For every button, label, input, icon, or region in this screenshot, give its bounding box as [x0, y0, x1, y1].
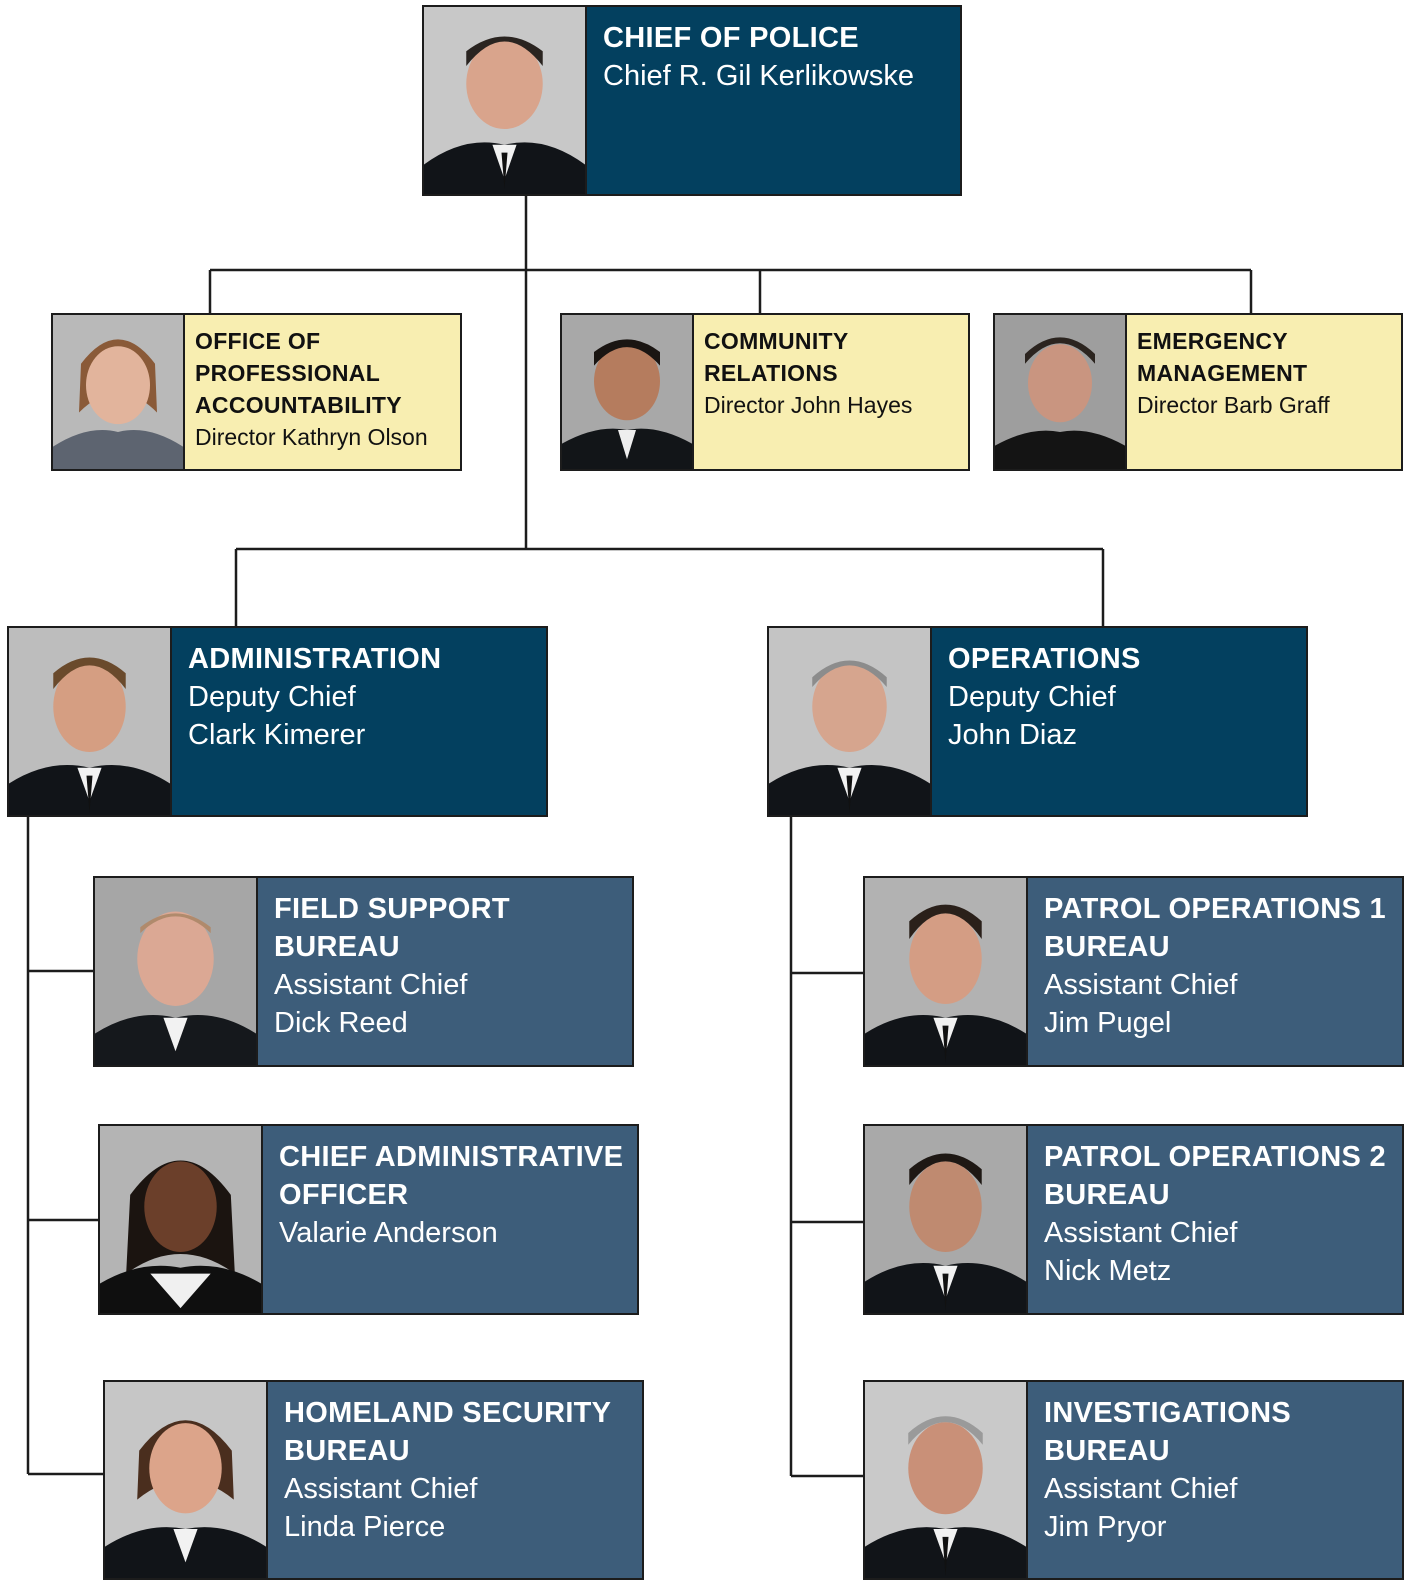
homeland-security-portrait-photo: [105, 1382, 268, 1578]
investigations-title-line-2: BUREAU: [1044, 1435, 1170, 1467]
operations-title: OPERATIONS: [948, 643, 1141, 675]
investigations-title-line-1: INVESTIGATIONS: [1044, 1397, 1291, 1429]
investigations-portrait-photo: [865, 1382, 1028, 1578]
patrol-operations-2-portrait-photo: [865, 1126, 1028, 1313]
patrol-operations-2-bureau-box: PATROL OPERATIONS 2 BUREAU Assistant Chi…: [863, 1124, 1404, 1315]
patrol-operations-1-title-line-2: BUREAU: [1044, 931, 1170, 963]
operations-portrait-photo: [769, 628, 932, 815]
opa-title-line-3: ACCOUNTABILITY: [195, 392, 402, 418]
opa-title-line-2: PROFESSIONAL: [195, 360, 381, 386]
community-relations-name: Director John Hayes: [704, 392, 913, 418]
operations-name: John Diaz: [948, 719, 1077, 751]
field-support-role: Assistant Chief: [274, 969, 468, 1001]
administration-name: Clark Kimerer: [188, 719, 366, 751]
emergency-management-title-line-2: MANAGEMENT: [1137, 360, 1308, 386]
community-relations-portrait-photo: [562, 315, 694, 469]
field-support-title-line-1: FIELD SUPPORT: [274, 893, 510, 925]
opa-title-line-1: OFFICE OF: [195, 328, 321, 354]
homeland-security-name: Linda Pierce: [284, 1511, 446, 1543]
operations-box: OPERATIONS Deputy Chief John Diaz: [767, 626, 1308, 817]
emergency-management-box: EMERGENCY MANAGEMENT Director Barb Graff: [993, 313, 1403, 471]
administration-box: ADMINISTRATION Deputy Chief Clark Kimere…: [7, 626, 548, 817]
patrol-operations-2-title-line-1: PATROL OPERATIONS 2: [1044, 1141, 1386, 1173]
cao-portrait-photo: [100, 1126, 263, 1313]
patrol-operations-1-title-line-1: PATROL OPERATIONS 1: [1044, 893, 1386, 925]
administration-title: ADMINISTRATION: [188, 643, 442, 675]
emergency-management-portrait-photo: [995, 315, 1127, 469]
operations-role: Deputy Chief: [948, 681, 1116, 713]
homeland-security-bureau-box: HOMELAND SECURITY BUREAU Assistant Chief…: [103, 1380, 644, 1580]
field-support-portrait-photo: [95, 878, 258, 1065]
investigations-role: Assistant Chief: [1044, 1473, 1238, 1505]
patrol-operations-1-name: Jim Pugel: [1044, 1007, 1172, 1039]
chief-title: CHIEF OF POLICE: [603, 22, 859, 54]
investigations-name: Jim Pryor: [1044, 1511, 1167, 1543]
opa-portrait-photo: [53, 315, 185, 469]
administration-portrait-photo: [9, 628, 172, 815]
patrol-operations-1-role: Assistant Chief: [1044, 969, 1238, 1001]
cao-title-line-1: CHIEF ADMINISTRATIVE: [279, 1141, 624, 1173]
investigations-bureau-box: INVESTIGATIONS BUREAU Assistant Chief Ji…: [863, 1380, 1404, 1580]
cao-name: Valarie Anderson: [279, 1217, 498, 1249]
cao-title-line-2: OFFICER: [279, 1179, 409, 1211]
community-relations-title-line-1: COMMUNITY: [704, 328, 849, 354]
opa-name: Director Kathryn Olson: [195, 424, 428, 450]
chief-portrait-photo: [424, 7, 587, 194]
chief-name: Chief R. Gil Kerlikowske: [603, 60, 915, 92]
community-relations-title-line-2: RELATIONS: [704, 360, 838, 386]
chief-administrative-officer-box: CHIEF ADMINISTRATIVE OFFICER Valarie And…: [98, 1124, 639, 1315]
emergency-management-name: Director Barb Graff: [1137, 392, 1330, 418]
emergency-management-title-line-1: EMERGENCY: [1137, 328, 1288, 354]
patrol-operations-2-name: Nick Metz: [1044, 1255, 1172, 1287]
homeland-security-title-line-1: HOMELAND SECURITY: [284, 1397, 612, 1429]
patrol-operations-2-role: Assistant Chief: [1044, 1217, 1238, 1249]
field-support-bureau-box: FIELD SUPPORT BUREAU Assistant Chief Dic…: [93, 876, 634, 1067]
field-support-title-line-2: BUREAU: [274, 931, 400, 963]
patrol-operations-1-bureau-box: PATROL OPERATIONS 1 BUREAU Assistant Chi…: [863, 876, 1404, 1067]
chief-of-police-box: CHIEF OF POLICE Chief R. Gil Kerlikowske: [422, 5, 962, 196]
field-support-name: Dick Reed: [274, 1007, 408, 1039]
office-of-professional-accountability-box: OFFICE OF PROFESSIONAL ACCOUNTABILITY Di…: [51, 313, 462, 471]
administration-role: Deputy Chief: [188, 681, 356, 713]
community-relations-box: COMMUNITY RELATIONS Director John Hayes: [560, 313, 970, 471]
homeland-security-title-line-2: BUREAU: [284, 1435, 410, 1467]
patrol-operations-2-title-line-2: BUREAU: [1044, 1179, 1170, 1211]
patrol-operations-1-portrait-photo: [865, 878, 1028, 1065]
homeland-security-role: Assistant Chief: [284, 1473, 478, 1505]
